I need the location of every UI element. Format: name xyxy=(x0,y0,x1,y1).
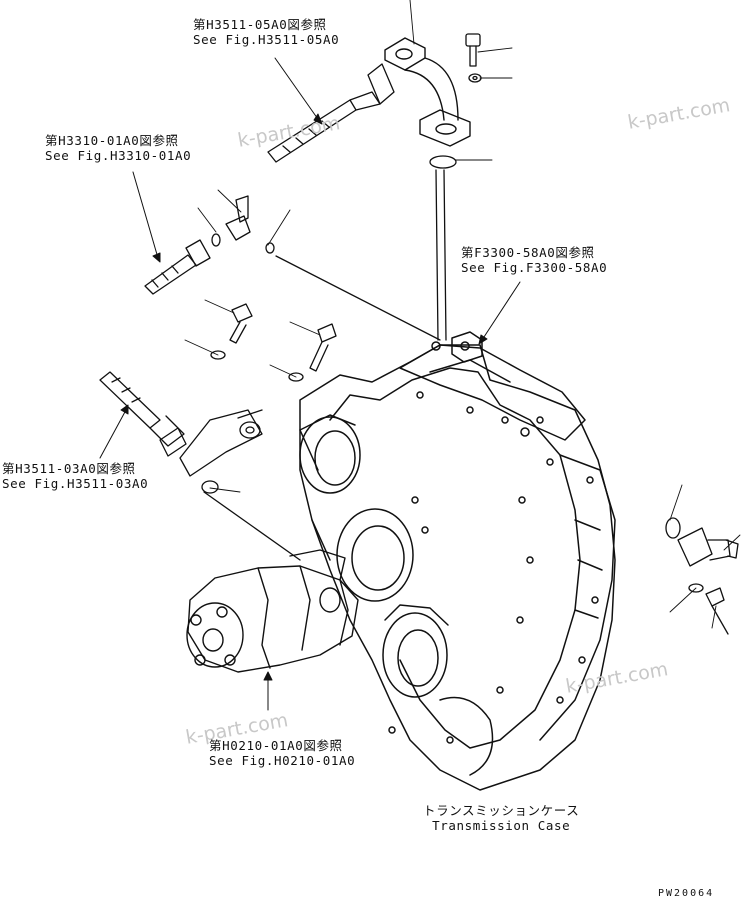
ref-label-h3310-01: 第H3310-01A0図参照 See Fig.H3310-01A0 xyxy=(45,133,191,163)
ref-jp: 第F3300-58A0図参照 xyxy=(461,245,595,260)
hose-left-upper xyxy=(144,195,441,341)
hose-upper xyxy=(267,63,395,163)
ref-label-h3511-03: 第H3511-03A0図参照 See Fig.H3511-03A0 xyxy=(2,461,148,491)
ref-label-f3300-58: 第F3300-58A0図参照 See Fig.F3300-58A0 xyxy=(461,245,607,275)
ref-jp: 第H0210-01A0図参照 xyxy=(209,738,343,753)
ref-jp: 第H3310-01A0図参照 xyxy=(45,133,179,148)
fitting-right xyxy=(665,517,739,635)
ref-en: See Fig.F3300-58A0 xyxy=(461,260,608,275)
case-label-jp: トランスミッションケース xyxy=(423,803,580,818)
bolts-mid xyxy=(210,303,337,382)
elbow-pipe xyxy=(384,37,471,147)
ref-en: See Fig.H3511-03A0 xyxy=(2,476,149,491)
ref-en: See Fig.H0210-01A0 xyxy=(209,753,356,768)
ref-jp: 第H3511-05A0図参照 xyxy=(193,17,327,32)
case-label: トランスミッションケース Transmission Case xyxy=(423,803,579,833)
hydraulic-pump xyxy=(186,549,359,673)
vertical-pipe xyxy=(435,169,447,341)
ref-jp: 第H3511-03A0図参照 xyxy=(2,461,136,476)
o-ring-bracket xyxy=(201,480,219,494)
ref-label-h0210-01: 第H0210-01A0図参照 See Fig.H0210-01A0 xyxy=(209,738,355,768)
hose-left-lower xyxy=(99,371,301,561)
case-label-en: Transmission Case xyxy=(432,818,571,833)
elbow-bolt xyxy=(465,33,482,83)
o-ring-top xyxy=(429,155,457,169)
ref-label-h3511-05: 第H3511-05A0図参照 See Fig.H3511-05A0 xyxy=(193,17,339,47)
transmission-case xyxy=(299,331,616,791)
ref-en: See Fig.H3511-05A0 xyxy=(193,32,340,47)
drawing-code: PW20064 xyxy=(658,888,715,899)
reference-leaders xyxy=(99,57,521,711)
callout-leaders xyxy=(184,0,741,629)
ref-en: See Fig.H3310-01A0 xyxy=(45,148,192,163)
